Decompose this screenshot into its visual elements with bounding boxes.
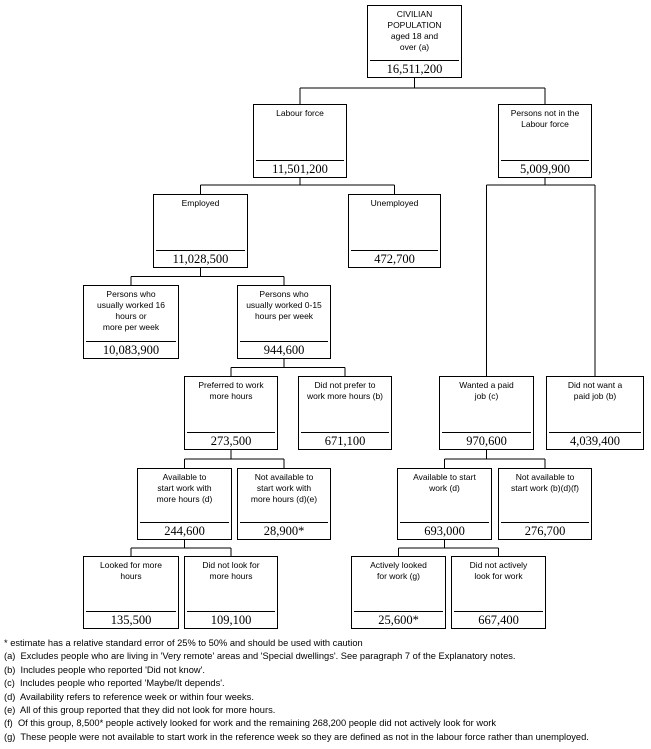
node-label: Did not actively look for work bbox=[469, 560, 528, 581]
node-value: 109,100 bbox=[187, 611, 275, 628]
node-value: 5,009,900 bbox=[501, 160, 589, 177]
connector-available-start-children bbox=[397, 540, 500, 556]
node-value: 472,700 bbox=[351, 250, 438, 267]
node-label: Did not prefer to work more hours (b) bbox=[306, 380, 384, 401]
node-civilian-population: CIVILIAN POPULATION aged 18 and over (a)… bbox=[367, 5, 462, 78]
node-label: Available to start work with more hours … bbox=[156, 472, 213, 504]
node-did-not-want-paid-job: Did not want a paid job (b) 4,039,400 bbox=[546, 376, 644, 450]
footnote-c: (c) Includes people who reported 'Maybe/… bbox=[4, 678, 225, 689]
node-did-not-look-more-hours: Did not look for more hours 109,100 bbox=[184, 556, 278, 629]
node-label: Looked for more hours bbox=[100, 560, 162, 581]
node-value: 11,028,500 bbox=[156, 250, 245, 267]
node-label: Not available to start work (b)(d)(f) bbox=[511, 472, 579, 493]
node-value: 244,600 bbox=[140, 522, 229, 539]
node-actively-looked-for-work: Actively looked for work (g) 25,600* bbox=[351, 556, 446, 629]
node-label: Did not look for more hours bbox=[202, 560, 260, 581]
node-value: 10,083,900 bbox=[86, 341, 176, 358]
node-label: Persons not in the Labour force bbox=[510, 108, 580, 129]
footnote-b: (b) Includes people who reported 'Did no… bbox=[4, 664, 205, 675]
node-label: Persons who usually worked 16 hours or m… bbox=[96, 289, 166, 332]
footnote-d: (d) Availability refers to reference wee… bbox=[4, 691, 254, 702]
footnote-f: (f) Of this group, 8,500* people activel… bbox=[4, 718, 496, 729]
footnote-g: (g) These people were not available to s… bbox=[4, 731, 589, 742]
footnote-e: (e) All of this group reported that they… bbox=[4, 705, 276, 716]
node-wanted-paid-job: Wanted a paid job (c) 970,600 bbox=[439, 376, 534, 450]
node-unemployed: Unemployed 472,700 bbox=[348, 194, 441, 268]
node-value: 276,700 bbox=[501, 522, 589, 539]
node-value: 28,900* bbox=[240, 522, 328, 539]
node-worked-16-plus-hours: Persons who usually worked 16 hours or m… bbox=[83, 285, 179, 359]
node-employed: Employed 11,028,500 bbox=[153, 194, 248, 268]
node-labour-force: Labour force 11,501,200 bbox=[253, 104, 347, 178]
node-label: Actively looked for work (g) bbox=[370, 560, 427, 581]
connector-available-more-children bbox=[130, 540, 232, 556]
node-value: 273,500 bbox=[187, 432, 275, 449]
node-value: 135,500 bbox=[86, 611, 176, 628]
node-worked-0-15-hours: Persons who usually worked 0-15 hours pe… bbox=[237, 285, 331, 359]
node-value: 25,600* bbox=[354, 611, 443, 628]
footnote-asterisk: * estimate has a relative standard error… bbox=[4, 638, 363, 648]
node-persons-not-in-labour-force: Persons not in the Labour force 5,009,90… bbox=[498, 104, 592, 178]
node-label: CIVILIAN POPULATION aged 18 and over (a) bbox=[387, 9, 442, 52]
node-label: Did not want a paid job (b) bbox=[567, 380, 623, 401]
node-value: 16,511,200 bbox=[370, 60, 459, 77]
node-value: 693,000 bbox=[400, 522, 489, 539]
node-did-not-actively-look: Did not actively look for work 667,400 bbox=[451, 556, 546, 629]
node-looked-for-more-hours: Looked for more hours 135,500 bbox=[83, 556, 179, 629]
connector-labour-force-children bbox=[199, 178, 396, 194]
node-label: Unemployed bbox=[370, 198, 419, 208]
node-label: Labour force bbox=[276, 108, 324, 118]
node-not-available-start-work: Not available to start work (b)(d)(f) 27… bbox=[498, 468, 592, 540]
node-value: 667,400 bbox=[454, 611, 543, 628]
connector-worked-0-15-children bbox=[230, 359, 346, 376]
node-value: 671,100 bbox=[301, 432, 389, 449]
node-label: Not available to start work with more ho… bbox=[250, 472, 318, 504]
connector-wanted-job-children bbox=[443, 450, 546, 468]
node-did-not-prefer-more-hours: Did not prefer to work more hours (b) 67… bbox=[298, 376, 392, 450]
node-available-start-work: Available to start work (d) 693,000 bbox=[397, 468, 492, 540]
node-label: Preferred to work more hours bbox=[198, 380, 264, 401]
node-value: 11,501,200 bbox=[256, 160, 344, 177]
node-label: Employed bbox=[181, 198, 220, 208]
node-available-start-more-hours: Available to start work with more hours … bbox=[137, 468, 232, 540]
connector-employed-children bbox=[130, 268, 285, 285]
node-not-available-more-hours: Not available to start work with more ho… bbox=[237, 468, 331, 540]
node-label: Wanted a paid job (c) bbox=[459, 380, 514, 401]
connector-preferred-children bbox=[183, 450, 285, 468]
node-value: 970,600 bbox=[442, 432, 531, 449]
connector-civilian-children bbox=[299, 78, 546, 104]
node-value: 944,600 bbox=[240, 341, 328, 358]
node-preferred-more-hours: Preferred to work more hours 273,500 bbox=[184, 376, 278, 450]
node-value: 4,039,400 bbox=[549, 432, 641, 449]
node-label: Available to start work (d) bbox=[413, 472, 476, 493]
connector-not-in-lf-children bbox=[485, 178, 596, 376]
footnotes: * estimate has a relative standard error… bbox=[4, 637, 649, 744]
footnote-a: (a) Excludes people who are living in 'V… bbox=[4, 651, 516, 662]
node-label: Persons who usually worked 0-15 hours pe… bbox=[246, 289, 322, 321]
